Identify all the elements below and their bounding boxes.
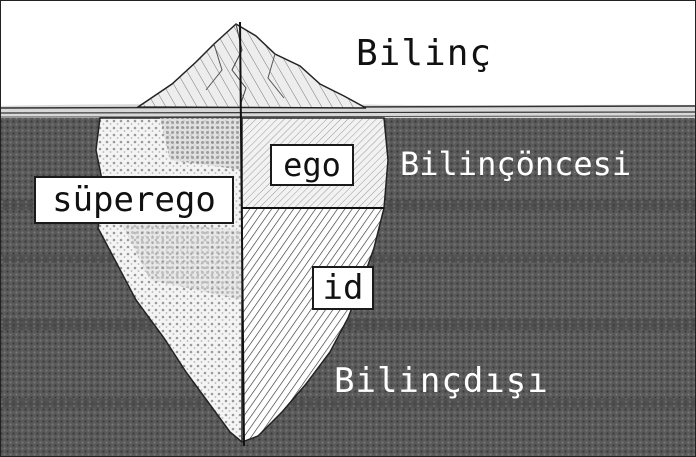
label-box-id: id xyxy=(312,266,374,310)
sky-area xyxy=(0,0,696,112)
iceberg-tip xyxy=(135,23,367,109)
divider-vertical xyxy=(239,21,245,447)
label-preconscious: Bilinçöncesi xyxy=(400,145,632,183)
label-unconscious: Bilinçdışı xyxy=(334,361,549,401)
label-box-ego: ego xyxy=(270,144,354,186)
label-box-superego: süperego xyxy=(34,176,234,224)
label-conscious: Bilinç xyxy=(356,33,493,74)
